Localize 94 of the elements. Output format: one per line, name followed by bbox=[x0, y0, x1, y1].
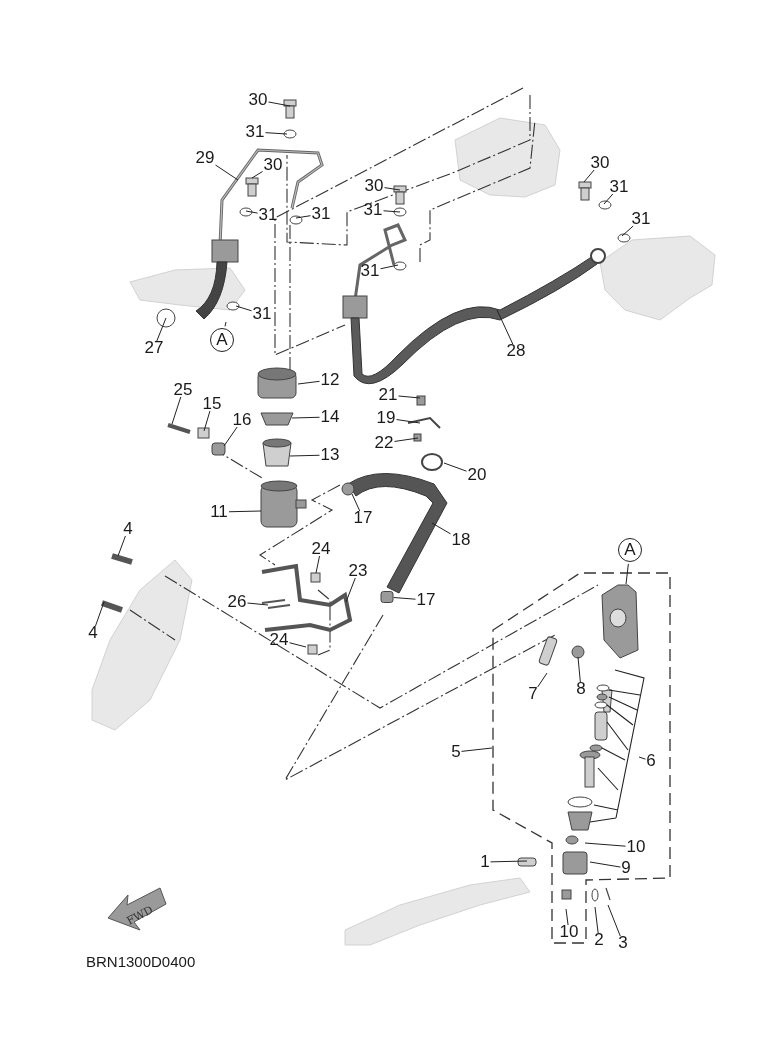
leader-line bbox=[291, 416, 320, 419]
collar-part bbox=[380, 591, 394, 603]
callout-number: 31 bbox=[252, 305, 272, 323]
leader-line bbox=[607, 904, 621, 937]
callout-number: 31 bbox=[360, 262, 380, 280]
leader-line bbox=[380, 264, 399, 270]
callout-number: 31 bbox=[245, 123, 265, 141]
callout-number: 27 bbox=[144, 339, 164, 357]
leader-line bbox=[351, 493, 361, 512]
callout-number: 5 bbox=[451, 743, 461, 761]
callout-number: 20 bbox=[467, 466, 487, 484]
leader-line bbox=[443, 462, 467, 472]
leader-line bbox=[268, 101, 291, 107]
leader-line bbox=[228, 510, 262, 513]
leader-line bbox=[589, 861, 621, 868]
callout-number: 3 bbox=[618, 934, 628, 952]
leader-line bbox=[117, 535, 126, 557]
leader-line bbox=[295, 215, 311, 219]
leader-line bbox=[396, 419, 421, 424]
leader-line bbox=[393, 597, 416, 600]
callout-number: 25 bbox=[173, 381, 193, 399]
callout-number: 17 bbox=[353, 509, 373, 527]
callout-number: 26 bbox=[227, 593, 247, 611]
leader-line bbox=[223, 426, 238, 447]
leader-line bbox=[584, 842, 626, 847]
callout-number: 31 bbox=[609, 178, 629, 196]
leader-line bbox=[383, 210, 401, 213]
callout-number: 17 bbox=[416, 591, 436, 609]
callout-number: 10 bbox=[559, 923, 579, 941]
leader-line bbox=[490, 860, 528, 863]
leader-line bbox=[565, 908, 569, 926]
leader-line bbox=[289, 454, 320, 457]
callout-number: 31 bbox=[258, 206, 278, 224]
callout-number: 30 bbox=[590, 154, 610, 172]
leader-line bbox=[394, 437, 419, 442]
callout-number: 21 bbox=[378, 386, 398, 404]
leader-line bbox=[289, 642, 307, 648]
callout-number: 30 bbox=[263, 156, 283, 174]
leader-line bbox=[95, 601, 105, 627]
callout-number: 18 bbox=[451, 531, 471, 549]
callout-number: 2 bbox=[594, 931, 604, 949]
callout-number: 14 bbox=[320, 408, 340, 426]
leader-line bbox=[297, 380, 320, 385]
leader-line bbox=[215, 164, 239, 181]
callout-number: 16 bbox=[232, 411, 252, 429]
leader-line bbox=[345, 577, 356, 603]
leader-line bbox=[265, 132, 288, 135]
leader-line bbox=[398, 395, 421, 399]
leader-line bbox=[461, 747, 493, 752]
leader-line bbox=[603, 193, 614, 205]
callout-number: 13 bbox=[320, 446, 340, 464]
leader-line bbox=[638, 756, 646, 760]
callout-number: 30 bbox=[248, 91, 268, 109]
leader-line bbox=[537, 672, 548, 688]
callout-number: 1 bbox=[480, 853, 490, 871]
leader-line bbox=[235, 305, 252, 312]
callout-number: 4 bbox=[88, 624, 98, 642]
leader-line bbox=[384, 187, 401, 191]
callout-number: 22 bbox=[374, 434, 394, 452]
leader-line bbox=[251, 171, 263, 179]
leader-line bbox=[203, 410, 211, 432]
callout-number: 11 bbox=[210, 503, 228, 521]
callout-number: 7 bbox=[528, 685, 538, 703]
callout-number: 9 bbox=[621, 859, 631, 877]
leader-line bbox=[625, 563, 629, 585]
callout-number: 31 bbox=[631, 210, 651, 228]
leader-line bbox=[431, 522, 451, 535]
callout-number: 24 bbox=[269, 631, 289, 649]
callout-number: 19 bbox=[376, 409, 396, 427]
leader-line bbox=[594, 906, 599, 934]
leader-line bbox=[315, 555, 321, 574]
callout-number: 10 bbox=[626, 838, 646, 856]
callout-number: 31 bbox=[363, 201, 383, 219]
callout-number: 15 bbox=[202, 395, 222, 413]
callout-number: 24 bbox=[311, 540, 331, 558]
callout-number: 4 bbox=[123, 520, 133, 538]
callout-number: 6 bbox=[646, 752, 656, 770]
leader-line bbox=[156, 317, 167, 342]
leader-line bbox=[583, 169, 595, 183]
leader-line bbox=[496, 309, 514, 345]
leader-line bbox=[171, 396, 182, 425]
leader-line bbox=[224, 321, 227, 327]
callout-number: 8 bbox=[576, 680, 586, 698]
diagram-code: BRN1300D0400 bbox=[86, 953, 196, 970]
leader-line bbox=[247, 602, 269, 606]
leader-line bbox=[577, 656, 581, 683]
callout-number: 31 bbox=[311, 205, 331, 223]
leader-line bbox=[245, 210, 258, 214]
callout-number: 12 bbox=[320, 371, 340, 389]
callout-number: 23 bbox=[348, 562, 368, 580]
callout-number: 30 bbox=[364, 177, 384, 195]
callout-number: 28 bbox=[506, 342, 526, 360]
callout-number: 29 bbox=[195, 149, 215, 167]
leader-line bbox=[621, 225, 634, 237]
